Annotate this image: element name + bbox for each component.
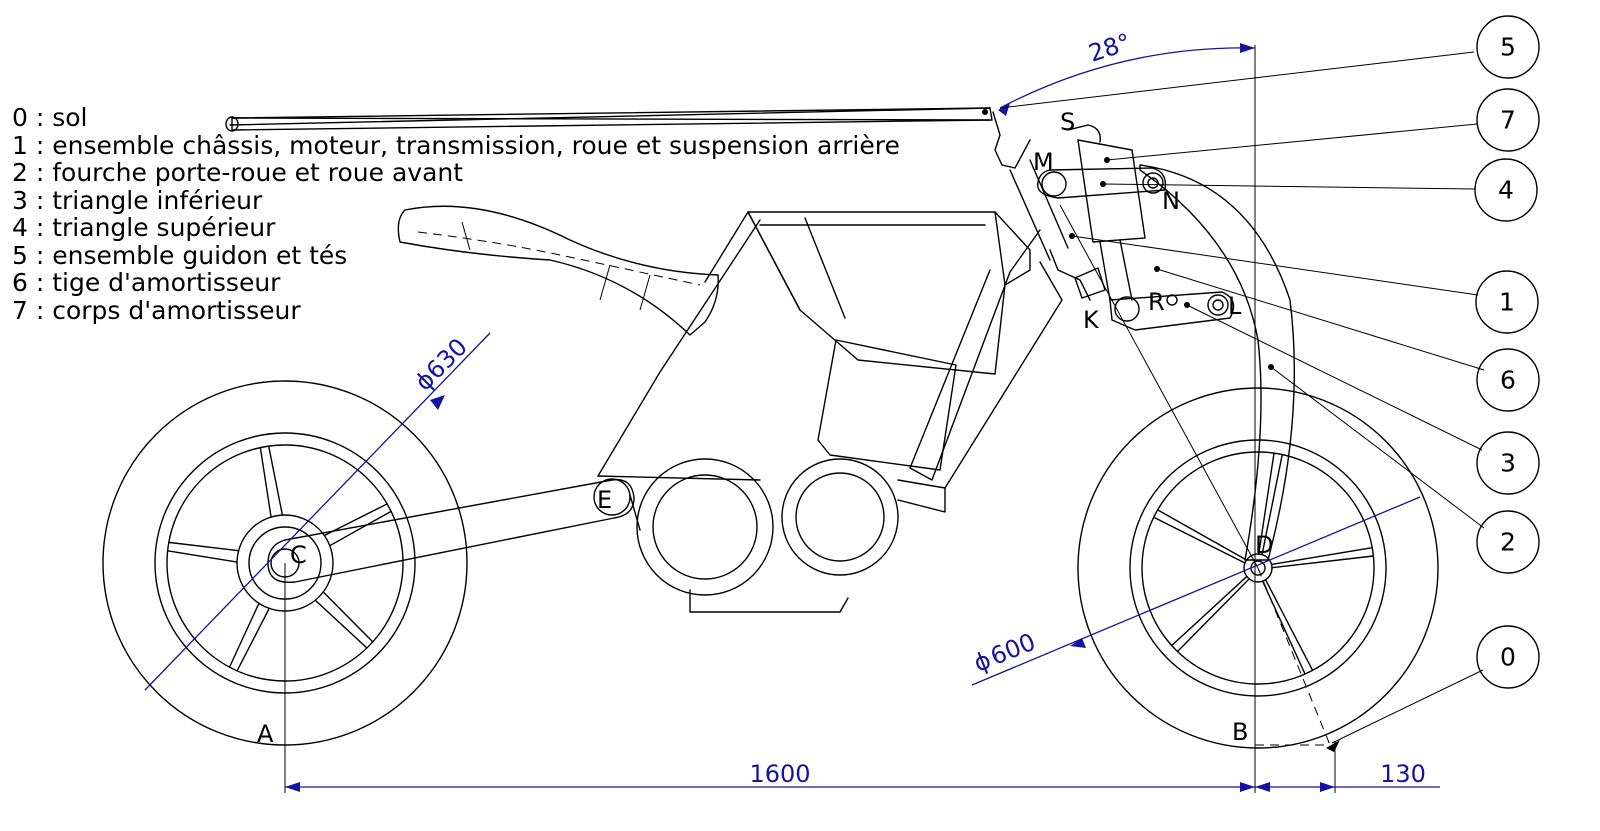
leader-dots bbox=[982, 109, 1340, 752]
spoke-line bbox=[1176, 578, 1250, 653]
svg-text:0: 0 bbox=[1500, 643, 1516, 672]
spoke-line bbox=[1258, 452, 1275, 555]
spoke-line bbox=[1171, 575, 1248, 647]
wheelbase-dimension: 1600 bbox=[749, 760, 810, 788]
spoke-line bbox=[166, 550, 238, 563]
legend-item-3: 3 : triangle inférieur bbox=[12, 185, 263, 215]
battery-box bbox=[704, 211, 1031, 471]
callout-3: 3 bbox=[1476, 431, 1540, 495]
callout-0: 0 bbox=[1476, 625, 1540, 689]
callout-5: 5 bbox=[1476, 15, 1540, 79]
callout-2: 2 bbox=[1476, 510, 1540, 574]
spoke-line bbox=[259, 446, 272, 518]
dimensions bbox=[144, 43, 1440, 792]
spoke-line bbox=[1270, 547, 1373, 566]
front-wheel bbox=[1077, 387, 1439, 749]
spoke-line bbox=[314, 599, 368, 649]
spoke-line bbox=[1261, 580, 1306, 675]
svg-text:1: 1 bbox=[1499, 288, 1515, 317]
point-A: A bbox=[257, 720, 274, 748]
point-labels: A B C D E K L M N R S bbox=[257, 108, 1273, 748]
legend-item-6: 6 : tige d'amortisseur bbox=[12, 268, 281, 297]
swingarm bbox=[267, 478, 635, 584]
legend-item-0: 0 : sol bbox=[12, 103, 88, 132]
legend-item-2: 2 : fourche porte-roue et roue avant bbox=[12, 158, 464, 187]
point-E: E bbox=[597, 486, 612, 514]
point-C: C bbox=[290, 541, 307, 569]
spoke-line bbox=[228, 602, 260, 668]
engine bbox=[629, 458, 946, 613]
caster-angle-dimension: 28° bbox=[1085, 28, 1134, 68]
point-B: B bbox=[1232, 718, 1248, 746]
seat bbox=[397, 205, 719, 336]
dimension-labels: 1600 130 ϕ 630 ϕ 600 28° bbox=[409, 28, 1425, 788]
spoke-line bbox=[1271, 555, 1375, 569]
parts-legend: 0 : sol 1 : ensemble châssis, moteur, tr… bbox=[12, 104, 900, 324]
legend-item-5: 5 : ensemble guidon et tés bbox=[12, 240, 348, 270]
spoke-line bbox=[1264, 579, 1314, 672]
callout-7: 7 bbox=[1476, 88, 1540, 152]
callout-1: 1 bbox=[1475, 270, 1539, 334]
point-N: N bbox=[1162, 187, 1180, 215]
spoke-line bbox=[329, 510, 392, 547]
point-M: M bbox=[1033, 148, 1054, 176]
spoke-line bbox=[322, 591, 374, 643]
trail-dimension: 130 bbox=[1380, 760, 1426, 788]
point-R: R bbox=[1148, 288, 1165, 316]
callout-4: 4 bbox=[1474, 158, 1538, 222]
spoke-line bbox=[236, 607, 270, 672]
frame bbox=[597, 219, 1091, 489]
svg-text:4: 4 bbox=[1498, 176, 1514, 205]
callouts: 5 7 4 1 6 3 2 0 bbox=[1474, 15, 1540, 689]
legend-item-1: 1 : ensemble châssis, moteur, transmissi… bbox=[12, 130, 900, 160]
front-diameter-dimension: 600 bbox=[986, 628, 1039, 671]
spoke-line bbox=[1152, 516, 1246, 564]
point-S: S bbox=[1060, 108, 1075, 136]
leader-lines bbox=[999, 51, 1485, 744]
svg-text:5: 5 bbox=[1500, 33, 1516, 62]
fork bbox=[1139, 164, 1296, 561]
svg-text:7: 7 bbox=[1500, 106, 1516, 135]
svg-text:6: 6 bbox=[1500, 366, 1516, 395]
legend-item-7: 7 : corps d'amortisseur bbox=[12, 295, 301, 325]
point-L: L bbox=[1228, 292, 1242, 320]
front-linkage bbox=[1036, 124, 1235, 331]
spoke-line bbox=[1156, 509, 1248, 561]
svg-text:2: 2 bbox=[1500, 528, 1516, 557]
construction-lines bbox=[284, 45, 1336, 793]
spoke-line bbox=[268, 445, 284, 516]
callout-6: 6 bbox=[1476, 348, 1540, 412]
legend-item-4: 4 : triangle supérieur bbox=[12, 213, 276, 242]
handlebar bbox=[225, 107, 1069, 261]
point-D: D bbox=[1255, 531, 1273, 559]
svg-text:3: 3 bbox=[1500, 449, 1516, 478]
spoke-line bbox=[168, 541, 240, 552]
point-K: K bbox=[1083, 306, 1100, 334]
spoke-line bbox=[1261, 453, 1283, 556]
